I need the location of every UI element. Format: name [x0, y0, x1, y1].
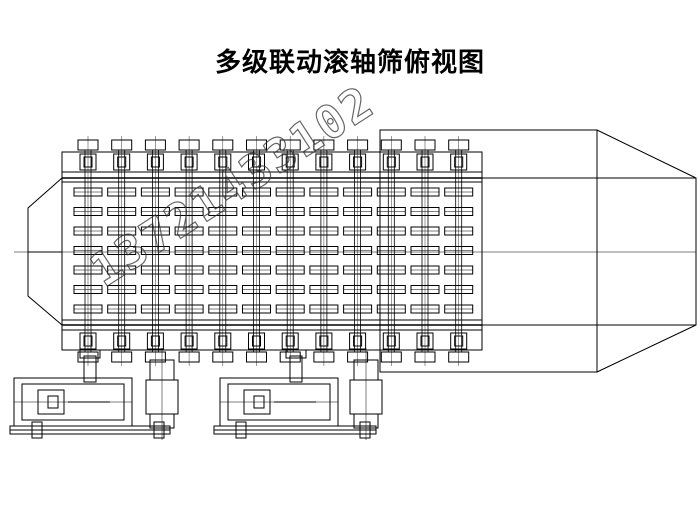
roller: [107, 136, 137, 366]
roller: [444, 136, 474, 366]
main-frame: [61, 151, 483, 351]
roller: [73, 136, 103, 366]
roller: [174, 136, 204, 366]
roller: [208, 136, 238, 366]
drive-unit-2: [213, 348, 383, 440]
roller: [140, 136, 170, 366]
diagram-title: 多级联动滚轴筛俯视图: [214, 48, 485, 78]
roller: [410, 136, 440, 366]
roller: [275, 136, 305, 366]
roller: [309, 136, 339, 366]
roller: [343, 136, 373, 366]
roller: [242, 136, 271, 366]
discharge-chute: [379, 129, 697, 373]
roller: [376, 136, 406, 366]
roller-group: [73, 136, 474, 366]
feed-hopper: [27, 177, 63, 326]
drive-unit-1: [9, 348, 179, 440]
